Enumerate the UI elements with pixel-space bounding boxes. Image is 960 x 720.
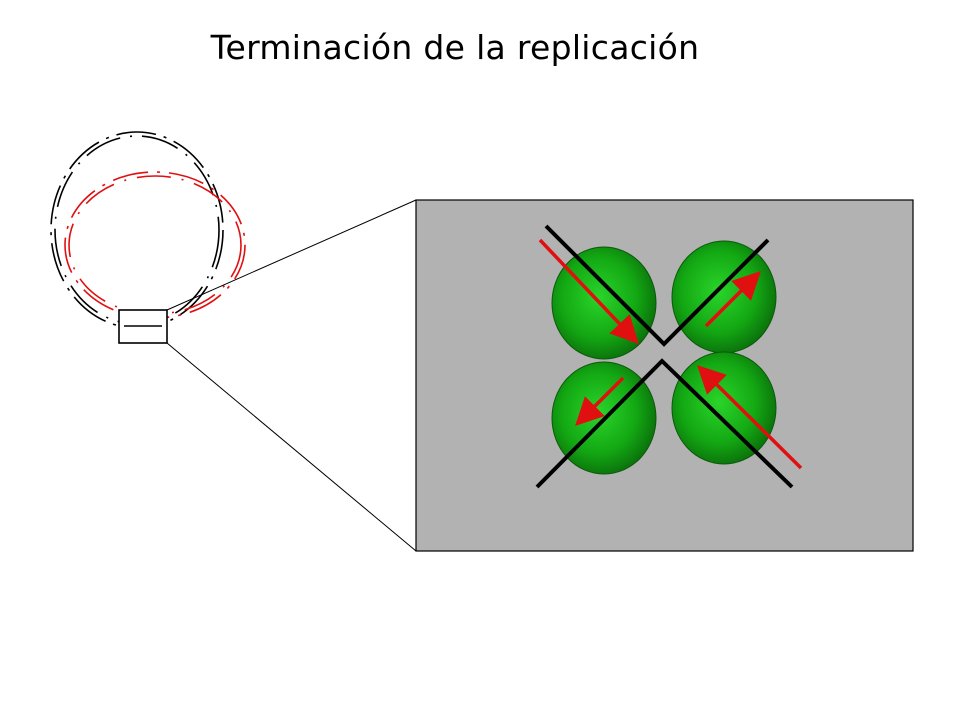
zoom-panel [415,199,914,552]
protein-sphere-top-left [551,246,657,360]
protein-sphere-top-right [671,240,777,354]
new-strand-arrow-bottom-left [575,376,625,426]
slide-title: Terminación de la replicación [210,28,700,67]
parental-strand-outer [50,131,224,329]
new-strand-inner [68,175,242,315]
zoom-line-top [166,199,417,311]
zoom-line-bottom [166,342,417,552]
new-strand-arrow-top-left [538,238,639,345]
parental-strand-bottom [535,358,794,489]
protein-sphere-bottom-right [671,351,777,465]
new-strand-arrow-top-right [704,271,761,328]
new-strand-arrow-bottom-right [697,365,803,470]
circular-chromosome [50,131,246,329]
parental-strand-outer-2 [54,135,220,325]
